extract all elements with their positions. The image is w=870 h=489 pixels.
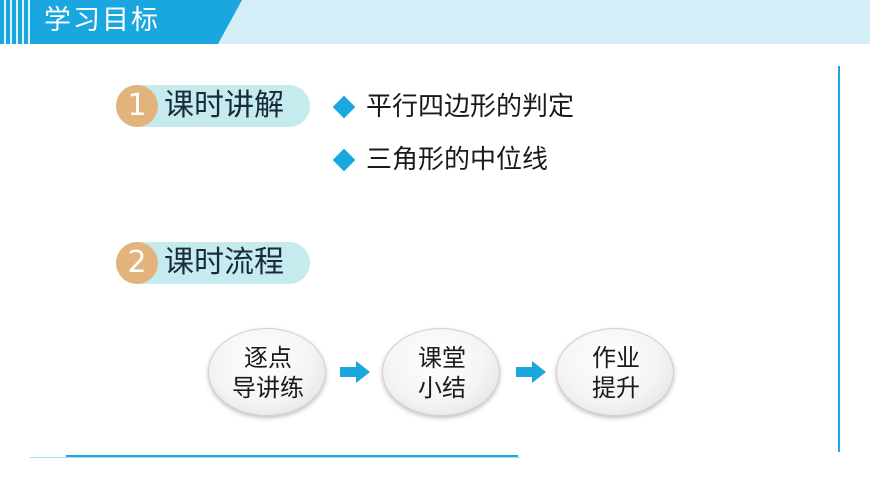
flow-step-practice[interactable]: 逐点 导讲练 bbox=[208, 328, 326, 416]
section-number-badge: 2 bbox=[116, 242, 158, 284]
diamond-icon bbox=[332, 95, 356, 119]
diamond-icon bbox=[332, 148, 356, 172]
objective-text: 平行四边形的判定 bbox=[366, 92, 575, 122]
section-number-badge: 1 bbox=[116, 85, 158, 127]
flow-step-line: 作业 bbox=[592, 344, 640, 372]
header-stripes-decoration bbox=[4, 0, 30, 44]
section-heading-lesson-explanation: 1 课时讲解 bbox=[116, 85, 310, 127]
flow-step-summary[interactable]: 课堂 小结 bbox=[382, 328, 500, 416]
flow-step-line: 小结 bbox=[418, 374, 466, 402]
right-divider bbox=[838, 66, 840, 452]
section-label: 课时讲解 bbox=[164, 88, 284, 123]
header-tab bbox=[0, 0, 242, 44]
flow-step-homework[interactable]: 作业 提升 bbox=[556, 328, 674, 416]
bottom-divider bbox=[66, 455, 518, 457]
page-title: 学习目标 bbox=[44, 5, 160, 36]
bottom-divider-light bbox=[30, 457, 520, 458]
arrow-right-icon bbox=[340, 361, 370, 383]
flow-step-line: 提升 bbox=[592, 374, 640, 402]
section-label: 课时流程 bbox=[164, 245, 284, 280]
arrow-right-icon bbox=[516, 361, 546, 383]
flow-step-line: 导讲练 bbox=[232, 374, 304, 402]
objective-text: 三角形的中位线 bbox=[366, 145, 549, 175]
flow-step-line: 课堂 bbox=[418, 344, 466, 372]
section-heading-lesson-flow: 2 课时流程 bbox=[116, 242, 310, 284]
flow-step-line: 逐点 bbox=[244, 344, 292, 372]
